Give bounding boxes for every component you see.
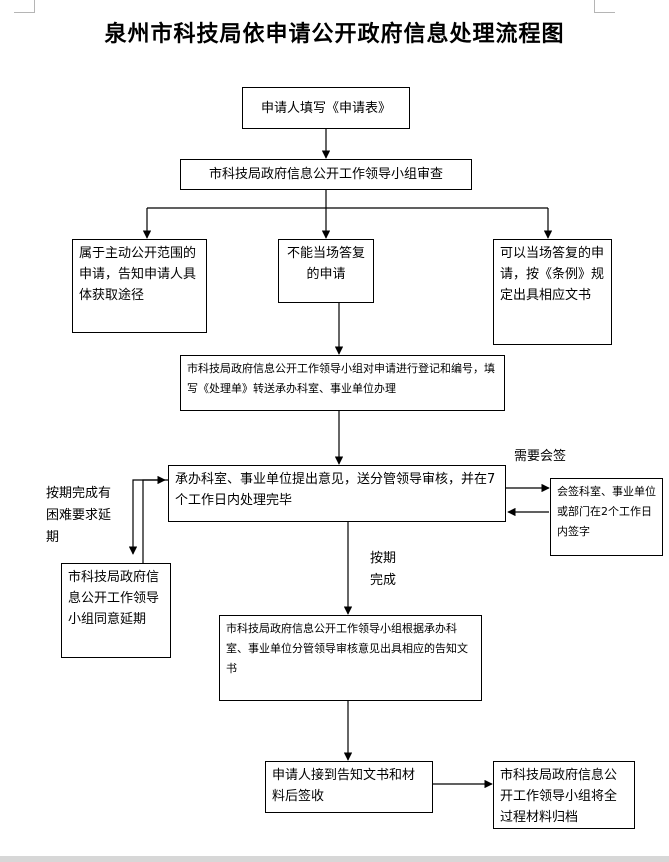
step-apply-box: 申请人填写《申请表》 <box>242 87 410 129</box>
step-review-box: 市科技局政府信息公开工作领导小组审查 <box>180 159 472 190</box>
step-handle-box: 承办科室、事业单位提出意见，送分管领导审核，并在7个工作日内处理完毕 <box>168 465 506 522</box>
bottom-scroll-strip <box>0 856 669 862</box>
step-register-box: 市科技局政府信息公开工作领导小组对申请进行登记和编号，填写《处理单》转送承办科室… <box>180 355 505 411</box>
step-can-reply-text: 可以当场答复的申请，按《条例》规定出具相应文书 <box>500 246 605 303</box>
step-register-text: 市科技局政府信息公开工作领导小组对申请进行登记和编号，填写《处理单》转送承办科室… <box>187 362 495 395</box>
label-on-time: 按期完成 <box>370 551 397 588</box>
label-need-countersign: 需要会签 <box>514 449 567 464</box>
step-reply-doc-box: 市科技局政府信息公开工作领导小组根据承办科室、事业单位分管领导审核意见出具相应的… <box>219 615 482 701</box>
step-countersign-box: 会签科室、事业单位或部门在2个工作日内签字 <box>550 478 663 556</box>
step-apply-text: 申请人填写《申请表》 <box>260 100 391 116</box>
step-active-scope-text: 属于主动公开范围的申请，告知申请人具体获取途径 <box>79 246 197 303</box>
step-handle-text: 承办科室、事业单位提出意见，送分管领导审核，并在7个工作日内处理完毕 <box>175 472 496 508</box>
step-cannot-reply-text: 不能当场答复的申请 <box>286 246 365 282</box>
step-archive-text: 市科技局政府信息公开工作领导小组将全过程材料归档 <box>500 768 618 825</box>
step-cannot-reply-box: 不能当场答复的申请 <box>278 239 374 303</box>
step-active-scope-box: 属于主动公开范围的申请，告知申请人具体获取途径 <box>72 239 207 333</box>
line-handle-to-extend <box>128 479 168 555</box>
step-receive-text: 申请人接到告知文书和材料后签收 <box>272 768 416 804</box>
page-corner-mark-left <box>14 0 35 13</box>
step-receive-box: 申请人接到告知文书和材料后签收 <box>265 761 433 813</box>
step-can-reply-box: 可以当场答复的申请，按《条例》规定出具相应文书 <box>493 239 612 345</box>
page-corner-mark-right <box>594 0 615 13</box>
label-delay: 按期完成有困难要求延期 <box>46 486 112 545</box>
diagram-title: 泉州市科技局依申请公开政府信息处理流程图 <box>104 22 565 47</box>
step-countersign-text: 会签科室、事业单位或部门在2个工作日内签字 <box>557 485 656 538</box>
step-review-text: 市科技局政府信息公开工作领导小组审查 <box>208 167 443 182</box>
step-reply-doc-text: 市科技局政府信息公开工作领导小组根据承办科室、事业单位分管领导审核意见出具相应的… <box>226 622 468 675</box>
line-extend-to-handle <box>142 475 166 566</box>
step-extend-box: 市科技局政府信息公开工作领导小组同意延期 <box>61 563 171 658</box>
step-extend-text: 市科技局政府信息公开工作领导小组同意延期 <box>68 570 160 627</box>
step-archive-box: 市科技局政府信息公开工作领导小组将全过程材料归档 <box>493 761 635 829</box>
